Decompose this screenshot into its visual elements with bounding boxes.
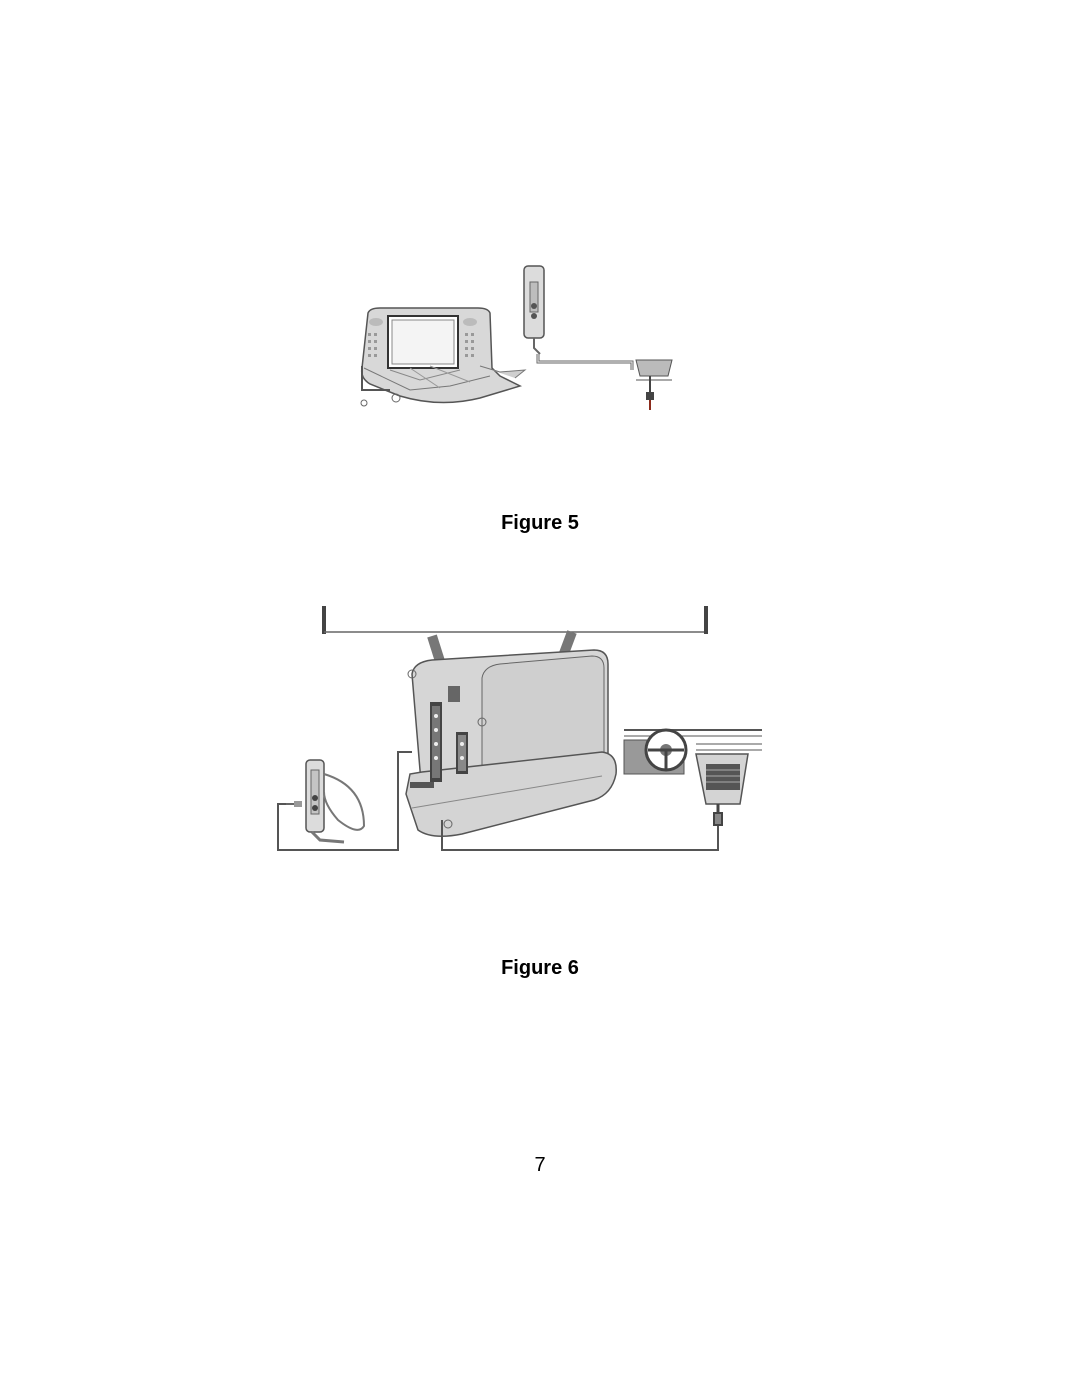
- portable-dvd-player-icon: [360, 307, 527, 407]
- power-adapter-icon: [523, 265, 545, 355]
- headrest-player-case-icon: [405, 630, 617, 837]
- figure-5-illustration: [350, 258, 690, 418]
- page-number: 7: [534, 1154, 546, 1176]
- figure-6-illustration: [272, 604, 764, 860]
- headrest-bar-icon: [322, 606, 708, 634]
- car-cigarette-plug-icon: [713, 804, 723, 826]
- power-adapter-icon: [286, 759, 366, 844]
- car-dashboard-icon: [623, 728, 762, 805]
- figure-6-caption: Figure 6: [501, 957, 579, 979]
- car-cigarette-socket-icon: [635, 359, 673, 410]
- figure-5-caption: Figure 5: [501, 512, 579, 534]
